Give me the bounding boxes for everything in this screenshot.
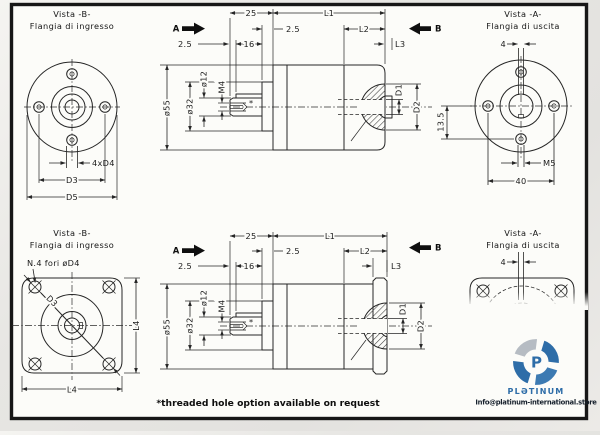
bolt-holes (482, 66, 560, 145)
view-subtitle: Flangia di ingresso (30, 21, 114, 31)
dim-13-5: 13.5 (436, 112, 446, 131)
direction-arrow-b: B (409, 22, 441, 35)
dim-dia12: ø12 (199, 71, 209, 87)
front-boss (261, 300, 274, 351)
dim-2-5: 2.5 (178, 39, 192, 49)
dim-L2: L2 (359, 24, 369, 34)
arrow-right-icon (182, 22, 205, 35)
dim-2-5: 2.5 (286, 246, 300, 256)
svg-text:B: B (435, 244, 441, 254)
dim-M4: M4 (217, 300, 227, 313)
view-subtitle: Flangia di uscita (486, 240, 560, 250)
dim-L3: L3 (391, 261, 401, 271)
footnote: *threaded hole option available on reque… (156, 398, 380, 409)
view-input-flange-round: Vista -B- Flangia di ingresso 4xD4 D3 D5 (24, 9, 120, 204)
dim-M5: M5 (543, 158, 556, 168)
dim-D2: D2 (416, 320, 426, 332)
shaft-key (235, 312, 263, 318)
view-title: Vista -A- (504, 9, 542, 19)
drawing-frame (9, 2, 589, 421)
dim-dia12: ø12 (199, 290, 209, 306)
dim-16: 16 (243, 39, 254, 49)
dim-40: 40 (515, 176, 526, 186)
dim-slot-4: 4 (500, 257, 506, 267)
svg-text:B: B (435, 25, 441, 35)
section-view-bottom: * 25 L1 2.5 L2 2.5 16 L3 ø55 (160, 229, 432, 375)
brand-email: Info@platinum-international.store (475, 399, 597, 407)
dim-dia32: ø32 (185, 98, 195, 114)
dim-L4-height: L4 (131, 320, 141, 330)
dim-L4-width: L4 (67, 385, 77, 395)
platinum-logo-icon: P (507, 333, 565, 391)
dim-outer-diameter: D5 (66, 192, 78, 202)
view-subtitle: Flangia di ingresso (30, 240, 114, 250)
dim-25: 25 (245, 231, 256, 241)
view-title: Vista -B- (53, 9, 91, 19)
view-title: Vista -B- (53, 228, 91, 238)
corner-holes (28, 280, 116, 371)
dim-slot-4: 4 (500, 39, 506, 49)
dim-L1: L1 (324, 8, 334, 18)
direction-arrow-a: A (173, 244, 205, 257)
platinum-watermark: P PLƏTINUM Info@platinum-international.s… (475, 333, 598, 407)
dim-L3: L3 (395, 39, 405, 49)
threaded-hole-asterisk: * (249, 98, 253, 108)
dim-L1: L1 (325, 231, 335, 241)
dim-16: 16 (243, 261, 254, 271)
direction-arrow-b: B (409, 241, 441, 254)
dim-D2: D2 (412, 101, 422, 113)
logo-letter: P (531, 354, 542, 372)
dim-dia55: ø55 (162, 319, 172, 335)
view-title: Vista -A- (504, 228, 542, 238)
view-subtitle: Flangia di uscita (486, 21, 560, 31)
dim-M4: M4 (217, 81, 227, 94)
dim-bolt-circle: D3 (66, 175, 78, 185)
arrow-right-icon (182, 244, 205, 257)
threaded-hole-asterisk: * (249, 317, 253, 327)
svg-text:A: A (173, 247, 180, 257)
section-view-top: * 25 L1 2.5 L2 2.5 16 L3 ø55 (160, 6, 432, 151)
dim-D1: D1 (394, 84, 404, 96)
arrow-left-icon (409, 22, 431, 35)
output-spigot (384, 95, 393, 119)
gearmotor-body (272, 64, 386, 151)
arrow-left-icon (409, 241, 431, 254)
direction-arrow-a: A (173, 22, 205, 35)
svg-text:A: A (173, 25, 180, 35)
view-output-flange-round: Vista -A- Flangia di uscita 4 13.5 M5 40 (436, 9, 572, 188)
dim-dia55: ø55 (162, 100, 172, 116)
front-boss (261, 81, 274, 132)
dim-L2: L2 (360, 246, 370, 256)
brand-name: PLƏTINUM (508, 387, 565, 396)
view-output-flange-square: Vista -A- Flangia di uscita 4 (456, 228, 588, 310)
dim-2-5: 2.5 (286, 24, 300, 34)
holes-note: N.4 fori øD4 (27, 258, 80, 268)
shaft-key (235, 93, 263, 99)
view-input-flange-square: Vista -B- Flangia di ingresso N.4 fori ø… (12, 228, 143, 396)
dim-holes: 4xD4 (92, 158, 115, 168)
dim-dia32: ø32 (185, 317, 195, 333)
dim-25: 25 (245, 8, 256, 18)
dim-2-5: 2.5 (178, 261, 192, 271)
bolt-holes (33, 68, 111, 146)
dim-D1: D1 (398, 303, 408, 315)
drawing-fade (456, 292, 588, 310)
